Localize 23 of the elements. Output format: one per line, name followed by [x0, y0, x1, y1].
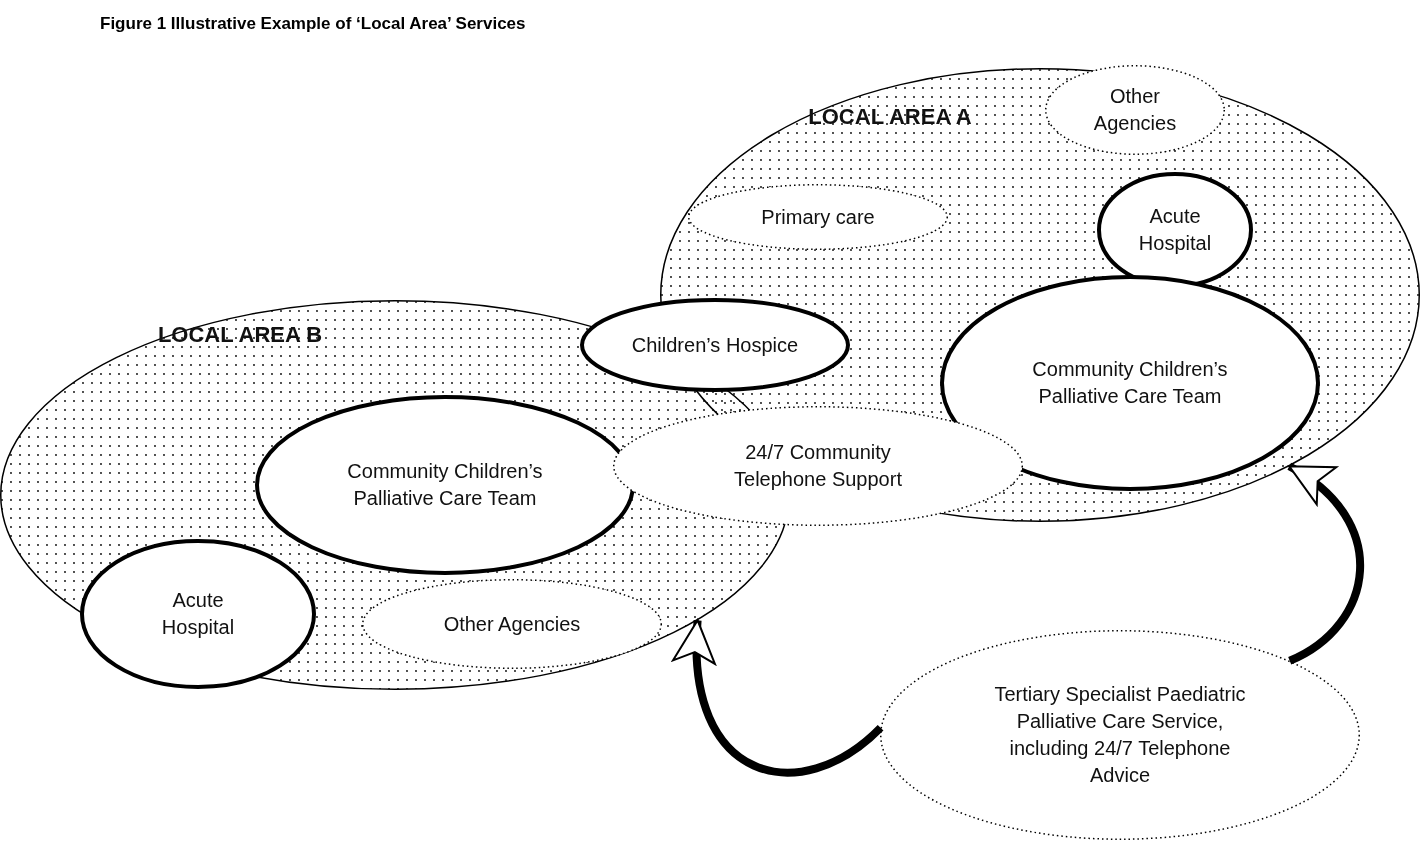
service-ellipse: [940, 275, 1320, 491]
node-label: Children’s Hospice: [630, 332, 800, 358]
service-ellipse: [255, 395, 635, 575]
area-title: LOCAL AREA A: [807, 103, 973, 131]
dotted-ellipse: [880, 630, 1360, 840]
node-label: Other Agencies: [442, 611, 582, 637]
dotted-ellipse: [613, 406, 1023, 526]
service-ellipse: [80, 539, 316, 689]
node-label: Tertiary Specialist Paediatric Palliative Care Service, including 24/7 Telephone Advice: [993, 682, 1247, 788]
node-label: Other Agencies: [1092, 84, 1178, 136]
curved-arrow: [1287, 462, 1364, 665]
dotted-ellipse: [688, 184, 948, 250]
curved-arrow: [674, 619, 884, 777]
figure-title: Figure 1 Illustrative Example of ‘Local Area’ Services: [100, 14, 526, 34]
node-label: 24/7 Community Telephone Support: [733, 440, 903, 492]
service-ellipse: [580, 298, 850, 392]
node-label: Acute Hospital: [160, 588, 236, 640]
node-label: Primary care: [760, 204, 876, 230]
node-label: Community Children’s Palliative Care Team: [1031, 357, 1229, 409]
node-label: Acute Hospital: [1137, 204, 1213, 256]
dotted-ellipse: [1045, 65, 1225, 155]
node-label: Community Children’s Palliative Care Team: [346, 459, 544, 511]
dotted-ellipse: [362, 579, 662, 669]
